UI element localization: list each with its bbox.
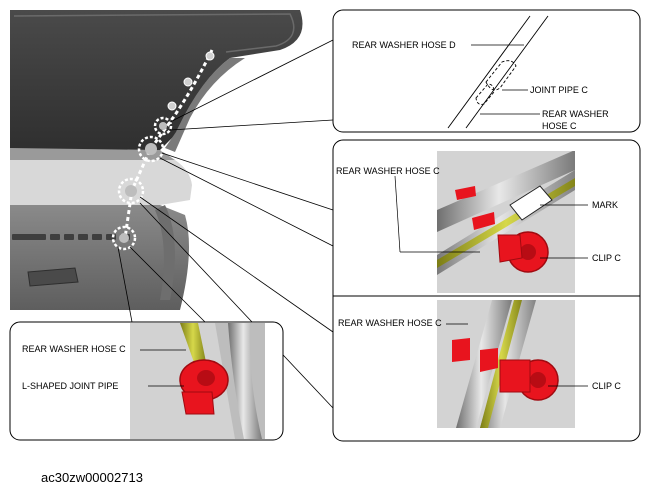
clip-icon bbox=[452, 338, 559, 401]
label-low-clip-c: CLIP C bbox=[592, 381, 621, 391]
label-mark: MARK bbox=[592, 200, 618, 210]
pillar-trim bbox=[165, 58, 245, 152]
label-mid-hose-c: REAR WASHER HOSE C bbox=[336, 166, 440, 176]
label-rear-washer-hose-c-line1: REAR WASHER bbox=[542, 109, 609, 119]
photo-mark-clip bbox=[437, 151, 575, 293]
detail-joint-pipe: REAR WASHER HOSE D JOINT PIPE C REAR WAS… bbox=[332, 9, 641, 133]
door-handle bbox=[27, 267, 79, 287]
label-rear-washer-hose-c-line2: HOSE C bbox=[542, 121, 577, 131]
photo-l-joint bbox=[130, 323, 265, 439]
clip-icon bbox=[455, 186, 549, 273]
label-joint-pipe-c: JOINT PIPE C bbox=[530, 85, 588, 95]
detail-clip-box: REAR WASHER HOSE C MARK CLIP C REAR WASH… bbox=[332, 139, 641, 442]
clip-icon bbox=[179, 359, 229, 415]
joint-pipe-icon bbox=[485, 60, 517, 91]
callout-circle-icon bbox=[111, 116, 173, 251]
vehicle-interior-view bbox=[10, 10, 310, 310]
label-mid-clip-c: CLIP C bbox=[592, 253, 621, 263]
figure-code: ac30zw00002713 bbox=[41, 470, 143, 485]
label-rear-washer-hose-d: REAR WASHER HOSE D bbox=[352, 40, 456, 50]
hose-route-icon bbox=[123, 49, 214, 239]
hose-icon bbox=[447, 15, 531, 129]
label-l-shaped-joint-pipe: L-SHAPED JOINT PIPE bbox=[22, 381, 118, 391]
label-low-hose-c: REAR WASHER HOSE C bbox=[338, 318, 442, 328]
hose-icon bbox=[180, 323, 206, 368]
photo-clip-c bbox=[437, 300, 575, 428]
label-left-hose-c: REAR WASHER HOSE C bbox=[22, 344, 126, 354]
detail-l-shaped-joint: REAR WASHER HOSE C L-SHAPED JOINT PIPE bbox=[9, 321, 284, 441]
roof-lining bbox=[10, 10, 303, 150]
rear-shelf bbox=[10, 160, 192, 205]
leader-lines bbox=[117, 39, 334, 409]
route-clips bbox=[167, 51, 215, 111]
mark-tape bbox=[509, 185, 553, 221]
